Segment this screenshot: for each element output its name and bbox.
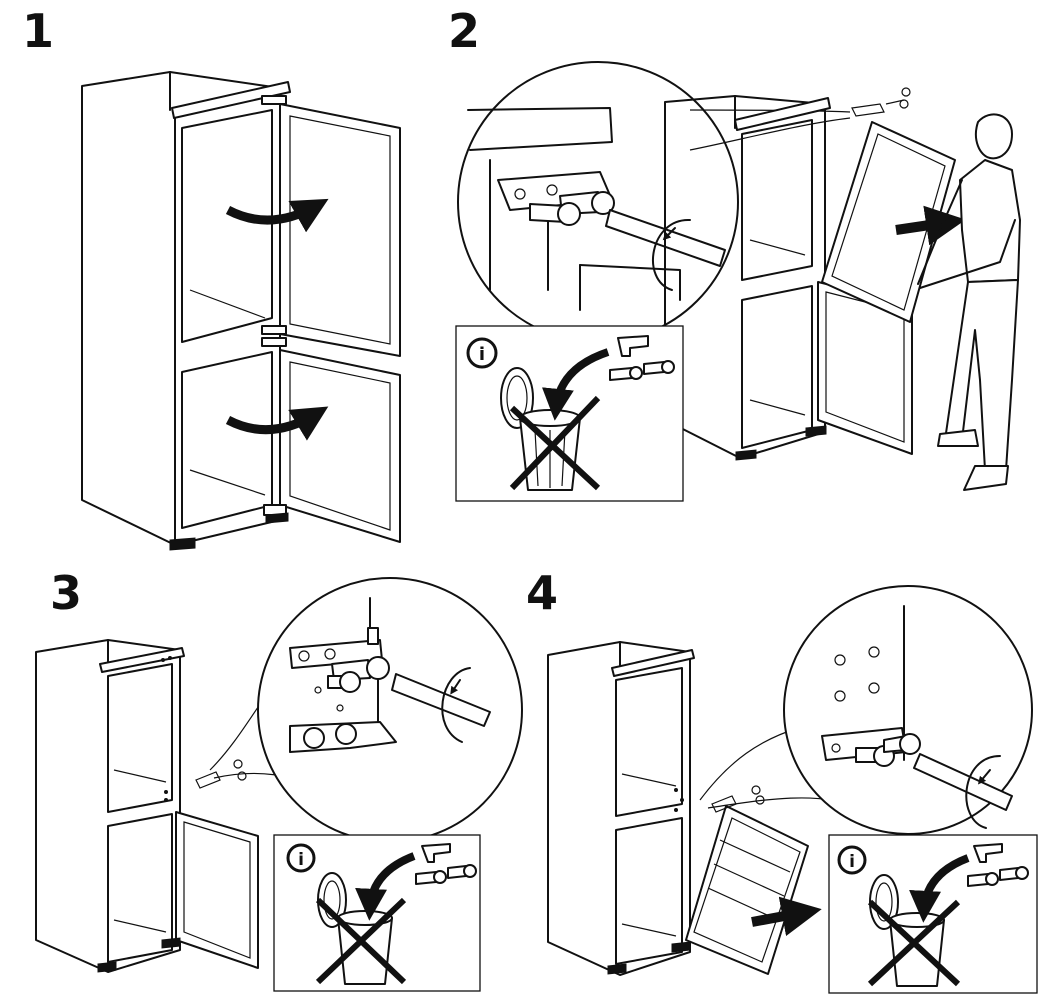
step-number-1: 1 xyxy=(22,4,55,58)
cross-out-icon xyxy=(867,899,961,987)
info-icon xyxy=(466,337,498,369)
arrow-icon xyxy=(542,348,610,421)
info-icon-glyph: i xyxy=(479,344,485,365)
rotate-arrow-icon xyxy=(225,198,329,233)
cross-out-icon xyxy=(315,897,407,985)
step4-illustration: i xyxy=(547,585,1038,994)
step1-fridge-illustration xyxy=(81,71,401,551)
step-number-2: 2 xyxy=(448,4,481,58)
step2-illustration: i xyxy=(455,61,1021,502)
rotate-arrow-icon xyxy=(225,406,329,441)
arrow-icon xyxy=(909,854,970,923)
info-icon xyxy=(837,845,867,875)
info-icon xyxy=(286,843,316,873)
info-icon-glyph: i xyxy=(849,852,855,872)
person-figure xyxy=(917,113,1021,491)
step3-illustration: i xyxy=(35,577,523,992)
bracket-part-icon xyxy=(617,335,649,357)
step-number-4: 4 xyxy=(526,566,559,620)
arrow-icon xyxy=(355,852,416,921)
info-icon-glyph: i xyxy=(298,850,304,870)
cross-out-icon xyxy=(509,395,601,491)
step-number-3: 3 xyxy=(50,566,83,620)
